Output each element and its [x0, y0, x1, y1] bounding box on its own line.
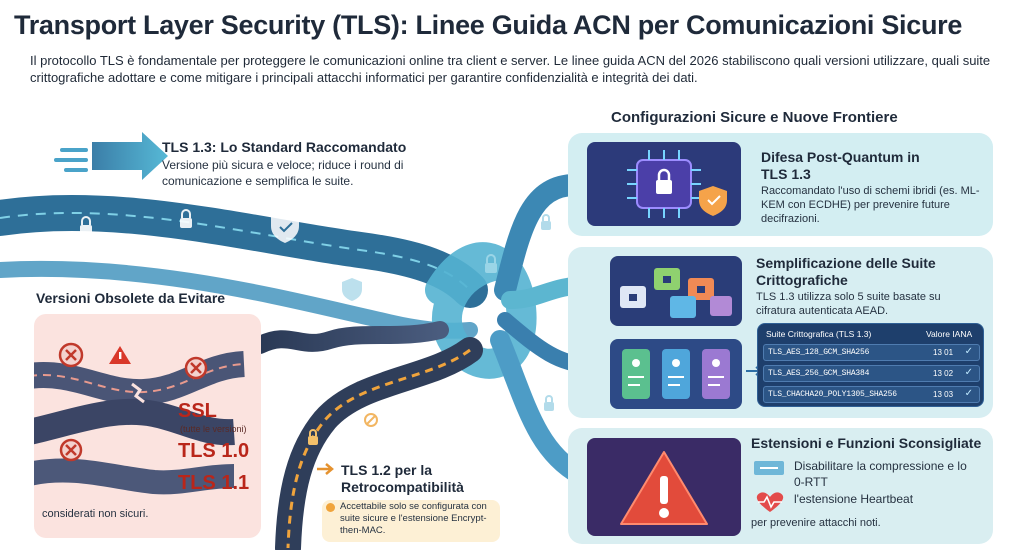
page-subtitle: Il protocollo TLS è fondamentale per pro… — [30, 53, 991, 85]
obsolete-ssl-note: (tutte le versioni) — [180, 424, 247, 434]
cipher-blocks-illustration — [610, 256, 742, 326]
table-row: TLS_AES_128_GCM_SHA256 13 01 ✓ — [763, 344, 980, 361]
fast-arrow-icon — [54, 132, 168, 180]
check-icon: ✓ — [964, 346, 973, 357]
extensions-heading: Estensioni e Funzioni Sconsigliate — [751, 435, 982, 451]
suite-name: TLS_AES_256_GCM_SHA384 — [768, 369, 870, 378]
shield-icon — [271, 212, 299, 243]
post-quantum-card: Difesa Post-Quantum in TLS 1.3 Raccomand… — [568, 133, 993, 236]
flow-branch-obsolete — [251, 321, 449, 354]
secure-section-heading: Configurazioni Sicure e Nuove Frontiere — [611, 109, 898, 126]
tls12-heading: TLS 1.2 per la Retrocompatibilità — [341, 462, 464, 495]
broken-link-icon — [364, 413, 378, 427]
lock-icon — [656, 168, 672, 194]
suite-value: 13 02 — [933, 369, 954, 378]
lock-icon — [544, 395, 554, 411]
extensions-card: Estensioni e Funzioni Sconsigliate Disab… — [568, 428, 993, 544]
table-header-value: Valore IANA — [926, 329, 973, 339]
broken-roads-illustration — [34, 342, 246, 495]
x-circle-icon — [184, 356, 208, 380]
warning-illustration — [587, 438, 741, 536]
flow-branch-post-quantum — [494, 174, 586, 301]
obsolete-note: considerati non sicuri. — [42, 508, 149, 520]
cipher-suites-text: TLS 1.3 utilizza solo 5 suite basate su … — [756, 291, 941, 317]
obsolete-card: SSL (tutte le versioni) TLS 1.0 TLS 1.1 … — [34, 314, 261, 538]
cipher-suites-heading: Semplificazione delle Suite Crittografic… — [756, 255, 936, 288]
suite-value: 13 03 — [933, 390, 954, 399]
suite-cards-illustration — [610, 339, 742, 409]
table-row: TLS_AES_256_GCM_SHA384 13 02 ✓ — [763, 365, 980, 382]
shield-icon — [342, 278, 362, 301]
obsolete-ssl: SSL — [178, 400, 217, 422]
check-icon: ✓ — [964, 367, 973, 378]
warning-icon — [109, 346, 131, 364]
check-icon: ✓ — [964, 388, 973, 399]
x-circle-icon — [59, 438, 83, 462]
page-title: Transport Layer Security (TLS): Linee Gu… — [14, 10, 963, 40]
tls13-text: Versione più sicura e veloce; riduce i r… — [162, 158, 404, 188]
tls12-text: Accettabile solo se configurata con suit… — [340, 501, 487, 536]
warning-dot-icon — [326, 503, 335, 512]
extensions-item-heartbeat: l'estensione Heartbeat — [794, 492, 914, 506]
tls13-heading: TLS 1.3: Lo Standard Raccomandato — [162, 139, 407, 155]
x-circle-icon — [58, 342, 84, 368]
suite-value: 13 01 — [933, 348, 954, 357]
flow-branch-extensions — [490, 330, 590, 485]
flow-main-stream — [0, 194, 488, 308]
chip-illustration — [587, 142, 741, 226]
table-row: TLS_CHACHA20_POLY1305_SHA256 13 03 ✓ — [763, 386, 980, 403]
table-header-name: Suite Crittografica (TLS 1.3) — [766, 329, 872, 339]
lock-icon — [485, 254, 497, 273]
obsolete-tls10: TLS 1.0 — [178, 440, 250, 462]
cipher-suite-table: Suite Crittografica (TLS 1.3) Valore IAN… — [757, 323, 984, 407]
post-quantum-text: Raccomandato l'uso di schemi ibridi (es.… — [761, 185, 980, 225]
extensions-footer: per prevenire attacchi noti. — [751, 517, 881, 529]
tls12-card: Accettabile solo se configurata con suit… — [322, 500, 500, 542]
lock-icon — [80, 216, 92, 235]
obsolete-tls11: TLS 1.1 — [178, 472, 250, 494]
lock-icon — [180, 209, 192, 228]
suite-name: TLS_CHACHA20_POLY1305_SHA256 — [768, 390, 897, 399]
compression-icon — [754, 461, 784, 475]
post-quantum-heading: Difesa Post-Quantum in TLS 1.3 — [761, 149, 920, 182]
lock-icon — [541, 214, 551, 230]
heartbeat-icon — [756, 492, 784, 512]
arrow-right-icon — [317, 463, 334, 475]
extensions-item-compression: Disabilitare la compressione e lo 0-RTT — [794, 459, 967, 489]
obsolete-heading: Versioni Obsolete da Evitare — [36, 290, 226, 306]
suite-name: TLS_AES_128_GCM_SHA256 — [768, 348, 870, 357]
lock-icon — [308, 429, 318, 445]
